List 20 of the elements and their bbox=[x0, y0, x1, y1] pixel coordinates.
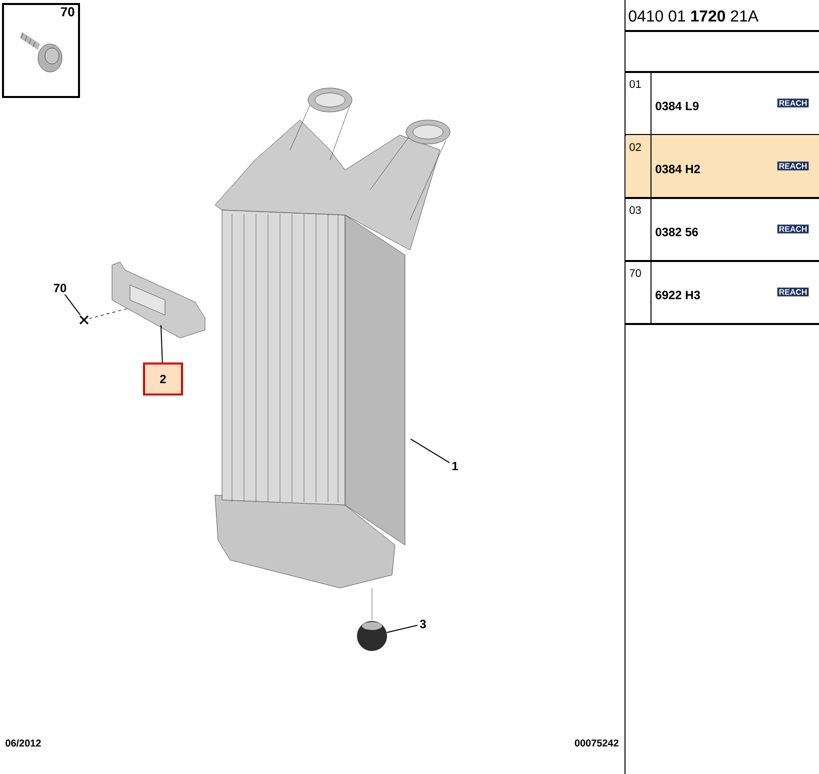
table-row: 01 0384 L9 bbox=[630, 80, 699, 110]
leader-line bbox=[160, 324, 163, 363]
leader-line bbox=[410, 438, 450, 464]
intercooler-drawing bbox=[214, 88, 450, 620]
date-label: 06/2012 bbox=[6, 739, 41, 747]
drawing-number: 00075242 bbox=[574, 739, 618, 747]
leader-line bbox=[386, 624, 418, 634]
table-row: 03 0382 56 bbox=[630, 206, 698, 236]
leader-line bbox=[88, 308, 130, 319]
leader-line bbox=[64, 294, 81, 316]
part-inset-box: 70 bbox=[2, 3, 80, 98]
callout-number: 1 bbox=[452, 462, 458, 470]
callout-number: 2 bbox=[143, 362, 183, 396]
table-row: 70 6922 H3 bbox=[630, 269, 700, 300]
callout-number: 3 bbox=[420, 620, 426, 628]
catalog-number: 0410 01 1720 21A bbox=[628, 10, 758, 22]
screw-drawing bbox=[79, 315, 89, 325]
rubber-mount-drawing bbox=[357, 621, 387, 651]
callout-number: 70 bbox=[54, 284, 66, 292]
bracket-drawing bbox=[112, 262, 206, 338]
